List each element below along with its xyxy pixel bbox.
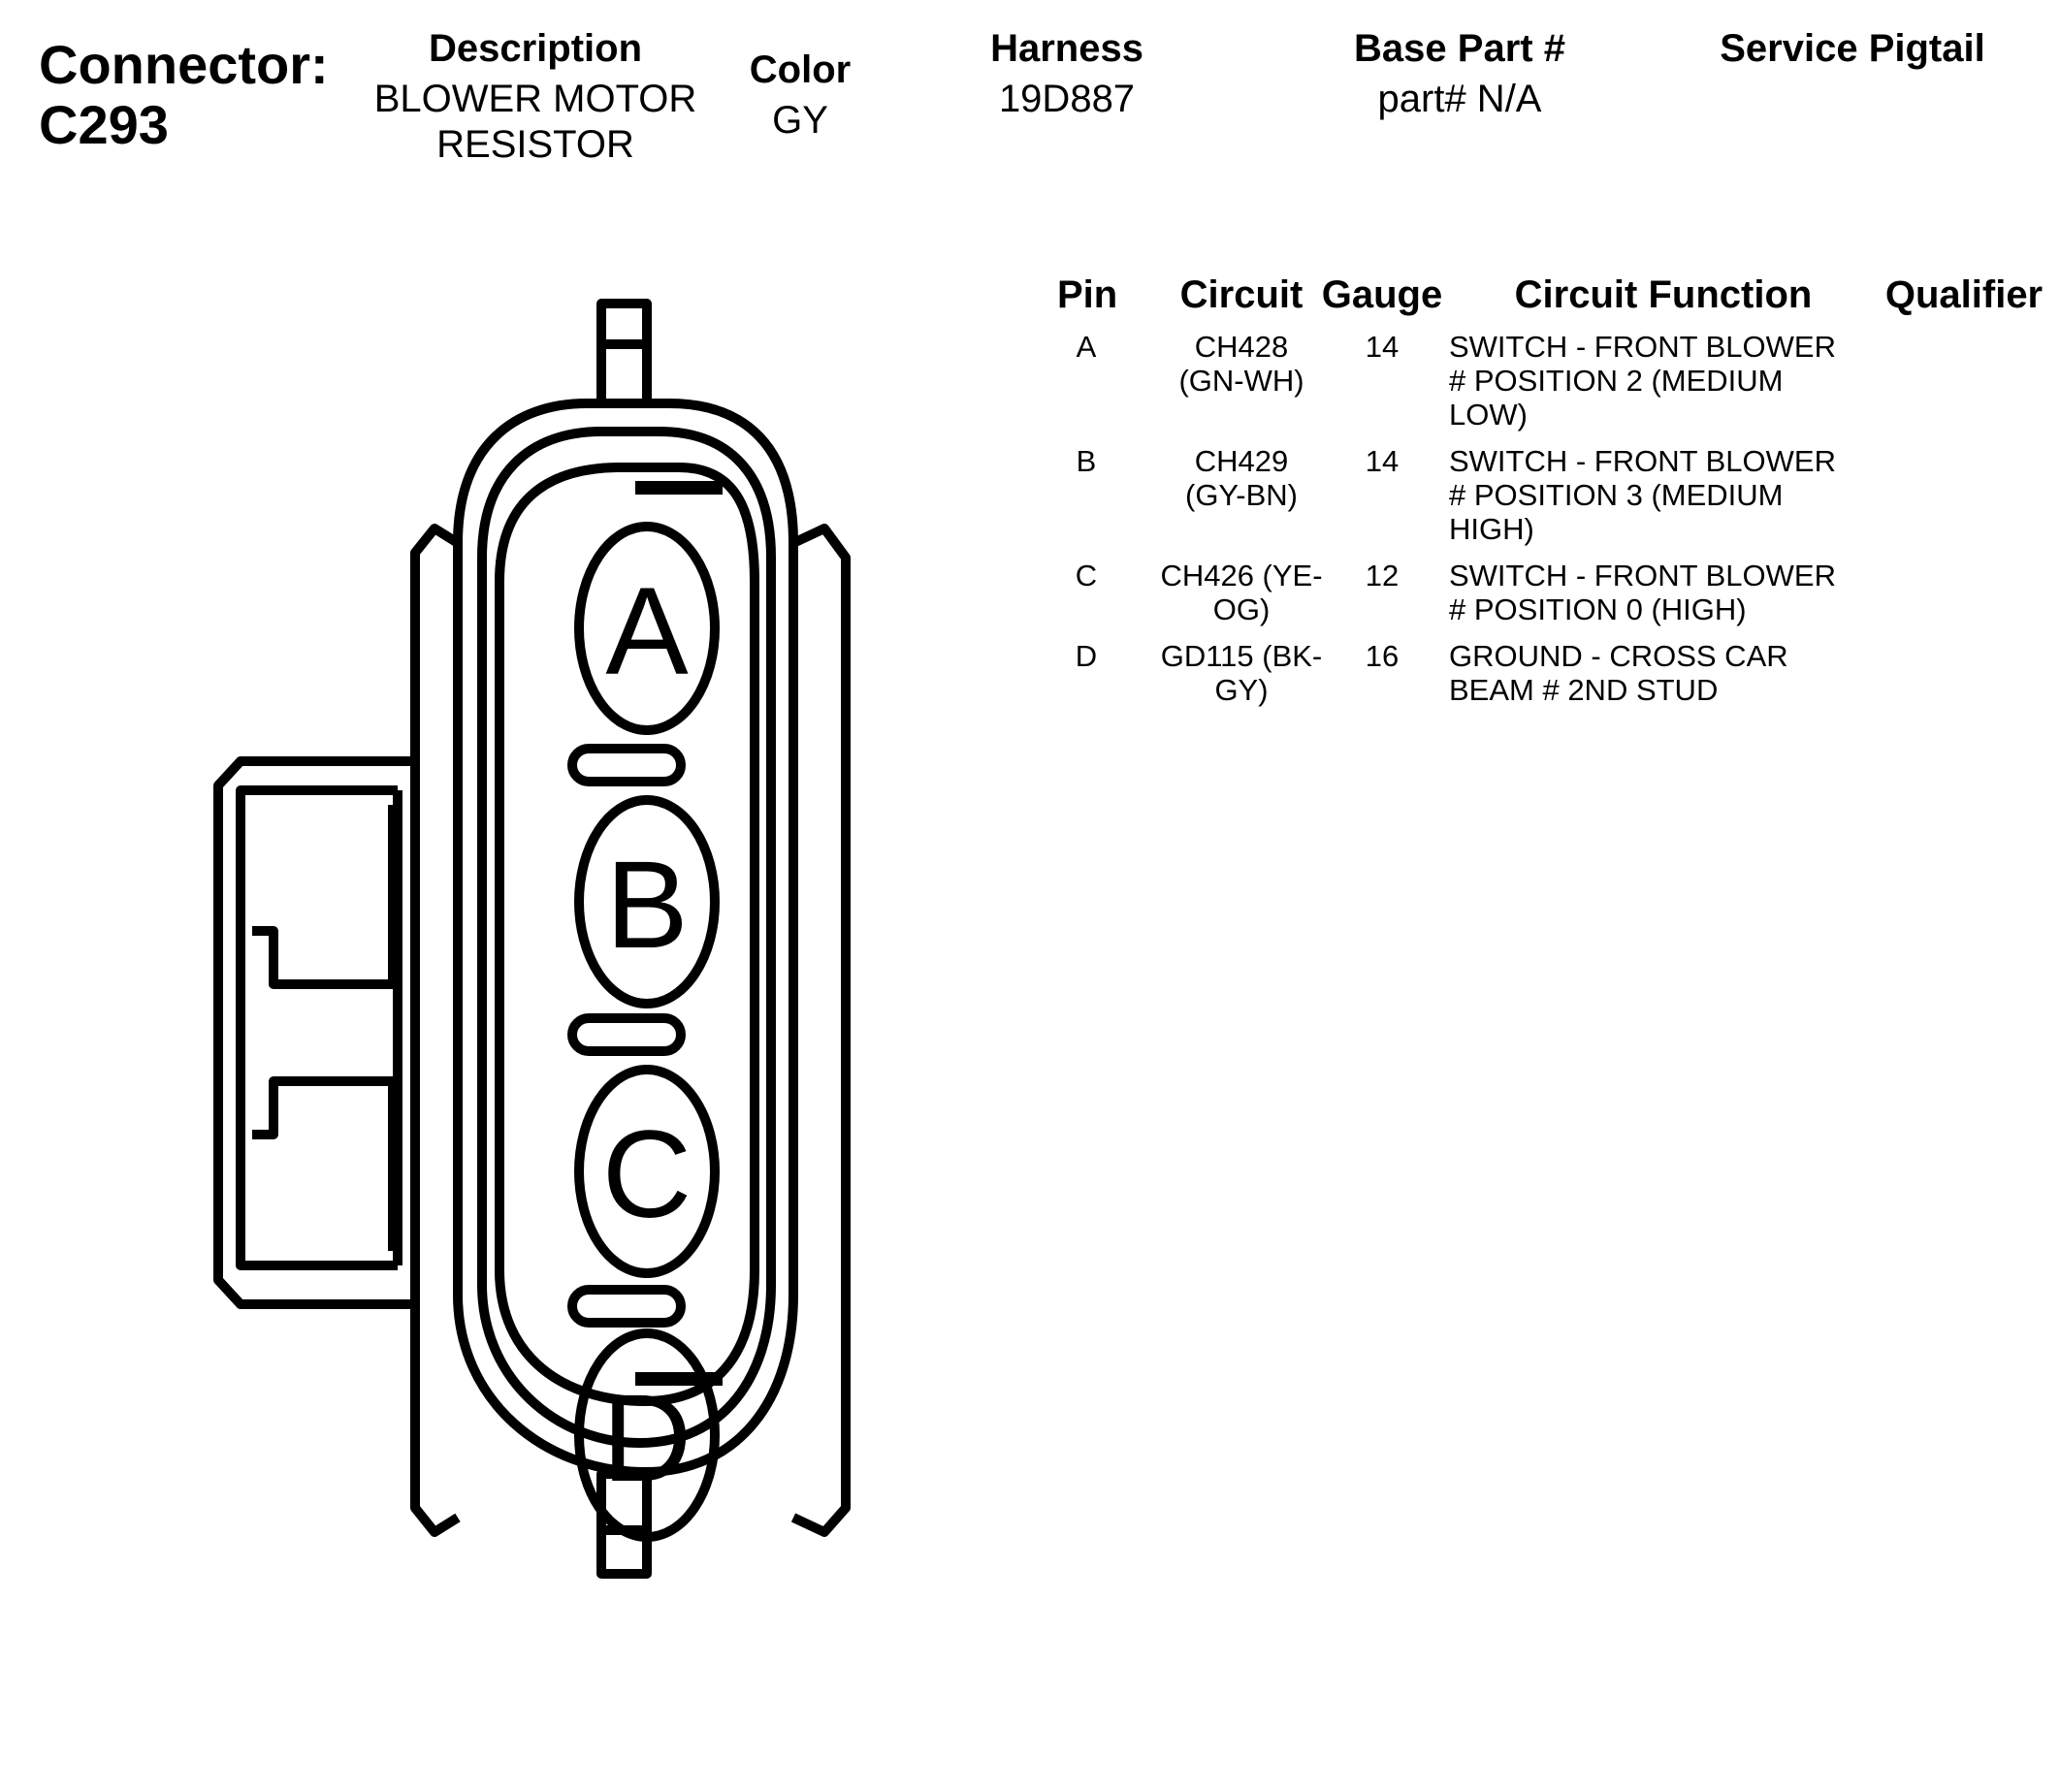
function-line: SWITCH - FRONT BLOWER (1449, 559, 1836, 592)
circuit-line: (GY-BN) (1185, 478, 1298, 512)
function-line: HIGH) (1449, 512, 1534, 546)
description-heading: Description (428, 27, 643, 70)
function-line: # POSITION 2 (MEDIUM (1449, 364, 1784, 398)
circuit-cell: GD115 (BK- GY) (1149, 639, 1334, 707)
function-line: SWITCH - FRONT BLOWER (1449, 444, 1836, 478)
circuit-cell: CH426 (YE- OG) (1149, 559, 1334, 626)
header-col-service-pigtail: Service Pigtail (1688, 27, 2017, 71)
pin-label-d: D (602, 1369, 692, 1508)
base-part-heading: Base Part # (1354, 27, 1565, 70)
housing-inner (495, 463, 759, 1406)
connector-face-diagram: A B C D (213, 299, 851, 1579)
function-line: BEAM # 2ND STUD (1449, 673, 1719, 707)
pin-cell: B (1076, 444, 1097, 478)
lock-housing-outer (213, 756, 415, 1309)
function-line: # POSITION 0 (HIGH) (1449, 592, 1747, 626)
function-line: # POSITION 3 (MEDIUM (1449, 478, 1784, 512)
header-col-description: Description BLOWER MOTOR RESISTOR (361, 27, 710, 168)
connector-id: C293 (39, 94, 169, 155)
harness-heading: Harness (990, 27, 1143, 70)
function-cell: GROUND - CROSS CAR BEAM # 2ND STUD (1449, 639, 1876, 707)
top-tab (596, 299, 652, 408)
pin-label-c: C (602, 1105, 692, 1244)
function-cell: SWITCH - FRONT BLOWER # POSITION 2 (MEDI… (1449, 330, 1876, 432)
pin-cavity-b (574, 795, 720, 1008)
right-side-latch (790, 524, 851, 1537)
header-col-color: Color GY (718, 48, 883, 144)
function-cell: SWITCH - FRONT BLOWER # POSITION 0 (HIGH… (1449, 559, 1876, 626)
pin-header: Pin (1057, 273, 1118, 316)
pin-cavity-a (574, 522, 720, 735)
circuit-cell: CH429 (GY-BN) (1149, 444, 1334, 512)
lock-housing-inner (236, 785, 398, 1270)
housing-middle (477, 427, 776, 1448)
separator-2 (567, 1013, 686, 1056)
connector-label: Connector: (39, 34, 329, 95)
pin-cell: D (1075, 639, 1098, 673)
function-cell: SWITCH - FRONT BLOWER # POSITION 3 (MEDI… (1449, 444, 1876, 546)
lock-window-lower (252, 1076, 398, 1251)
circuit-line: GY) (1214, 673, 1269, 707)
function-header: Circuit Function (1514, 273, 1813, 316)
pin-cavity-d (574, 1328, 720, 1542)
description-value: BLOWER MOTOR RESISTOR (361, 77, 710, 168)
circuit-header: Circuit (1179, 273, 1304, 316)
harness-value: 19D887 (998, 78, 1136, 120)
circuit-cell: CH428 (GN-WH) (1149, 330, 1334, 398)
gauge-cell: 12 (1365, 559, 1400, 592)
pin-cavity-c (574, 1065, 720, 1278)
circuit-line: OG) (1212, 592, 1271, 626)
gauge-header: Gauge (1321, 273, 1443, 316)
left-side-latch (410, 524, 461, 1537)
header-col-harness: Harness 19D887 (931, 27, 1203, 122)
circuit-line: GD115 (BK- (1160, 639, 1323, 673)
qualifier-header: Qualifier (1884, 273, 2044, 316)
function-line: GROUND - CROSS CAR (1449, 639, 1788, 673)
pin-cell: C (1075, 559, 1098, 592)
pin-label-a: A (605, 562, 689, 701)
separator-1 (567, 744, 686, 786)
description-line-1: BLOWER MOTOR (373, 78, 697, 120)
color-heading: Color (749, 48, 852, 91)
circuit-line: CH429 (1194, 444, 1289, 478)
separator-3 (567, 1285, 686, 1328)
header-col-base-part: Base Part # part# N/A (1319, 27, 1600, 122)
circuit-line: CH426 (YE- (1160, 559, 1323, 592)
housing-outer (453, 399, 798, 1477)
description-line-2: RESISTOR (436, 123, 634, 166)
lock-window-upper (252, 805, 398, 989)
color-value: GY (772, 99, 828, 142)
connector-title: Connector: C293 (39, 35, 329, 155)
gauge-cell: 14 (1365, 330, 1400, 364)
pin-label-b: B (605, 836, 688, 975)
gauge-cell: 14 (1365, 444, 1400, 478)
base-part-value: part# N/A (1377, 78, 1542, 120)
circuit-line: (GN-WH) (1178, 364, 1304, 398)
service-pigtail-heading: Service Pigtail (1720, 27, 1985, 70)
function-line: LOW) (1449, 398, 1528, 432)
circuit-line: CH428 (1194, 330, 1289, 364)
gauge-cell: 16 (1365, 639, 1400, 673)
function-line: SWITCH - FRONT BLOWER (1449, 330, 1836, 364)
pin-cell: A (1076, 330, 1097, 364)
